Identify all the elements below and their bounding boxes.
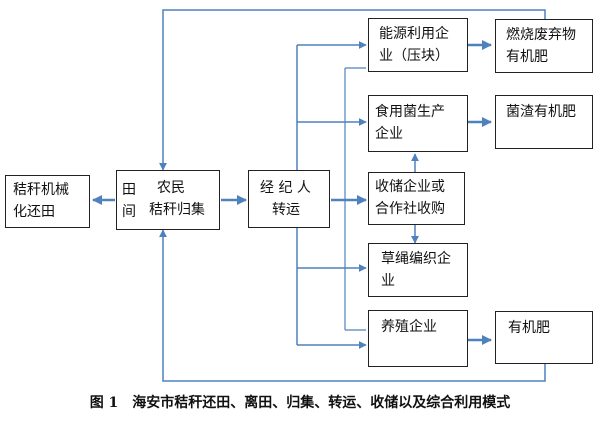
node-farmer-side2: 间 [122, 204, 136, 220]
node-residue-fertilizer-line1: 菌渣有机肥 [506, 104, 576, 120]
node-farmer: 田 间 农民 秸秆归集 [116, 170, 220, 230]
node-organic-fertilizer-line1: 有机肥 [508, 320, 550, 336]
node-rope: 草绳编织企 业 [368, 243, 468, 297]
node-fungus: 食用菌生产 企业 [368, 95, 468, 152]
node-machine-return: 秸秆机械 化还田 [5, 175, 90, 228]
node-broker-line1: 经 纪 人 [260, 180, 311, 196]
node-rope-line1: 草绳编织企 [381, 251, 451, 267]
node-waste-fertilizer-line1: 燃烧废弃物 [506, 27, 576, 43]
arrow-return-top-loop [159, 9, 546, 171]
node-energy-line2: 业（压块） [379, 48, 449, 64]
node-machine-return-line1: 秸秆机械 [13, 182, 69, 198]
node-breeding-line1: 养殖企业 [381, 319, 437, 335]
node-organic-fertilizer: 有机肥 [495, 311, 593, 364]
figure-caption: 图 1 海安市秸秆还田、离田、归集、转运、收储以及综合利用模式 [89, 395, 511, 411]
node-energy: 能源利用企 业（压块） [368, 18, 468, 72]
node-machine-return-line2: 化还田 [13, 204, 55, 220]
node-storage-line2: 合作社收购 [375, 201, 445, 217]
node-farmer-line1: 农民 [157, 180, 185, 196]
node-fungus-line2: 企业 [375, 126, 403, 142]
flow-diagram [92, 9, 546, 382]
node-rope-line2: 业 [381, 273, 395, 289]
arrow-return-bottom-loop [159, 229, 546, 382]
node-storage: 收储企业或 合作社收购 [368, 172, 465, 225]
node-waste-fertilizer: 燃烧废弃物 有机肥 [495, 19, 593, 73]
node-farmer-line2: 秸秆归集 [149, 202, 205, 218]
node-broker: 经 纪 人 转运 [248, 170, 330, 228]
node-breeding: 养殖企业 [368, 310, 468, 367]
node-waste-fertilizer-line2: 有机肥 [506, 49, 548, 65]
node-fungus-line1: 食用菌生产 [375, 104, 445, 120]
node-residue-fertilizer: 菌渣有机肥 [495, 95, 593, 149]
node-energy-line1: 能源利用企 [379, 26, 449, 42]
node-storage-line1: 收储企业或 [375, 179, 445, 195]
node-broker-line2: 转运 [272, 202, 300, 218]
node-farmer-side1: 田 [122, 182, 136, 198]
